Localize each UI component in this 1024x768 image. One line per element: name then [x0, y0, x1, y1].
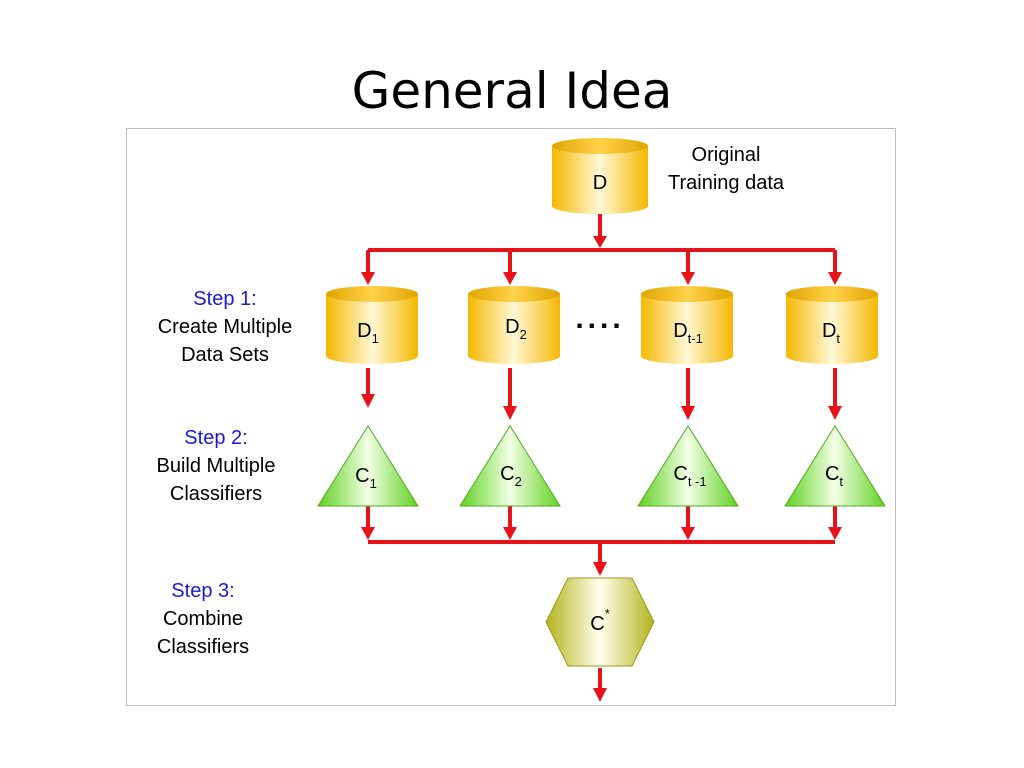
classifier-t-minus-1-label: Ct -1 — [673, 463, 706, 489]
step-2-line1: Build Multiple — [157, 455, 276, 477]
ellipsis-text: .... — [575, 302, 624, 335]
arrow-head — [593, 688, 607, 702]
dataset-t-label: Dt — [822, 320, 840, 346]
arrow-head — [593, 236, 607, 248]
connector-group — [361, 212, 842, 702]
arrow-head — [593, 562, 607, 576]
arrow-head — [828, 406, 842, 420]
classifier-triangle-1: C1 — [317, 425, 419, 507]
classifier-triangle-2: C2 — [459, 425, 561, 507]
classifier-2-label: C2 — [500, 463, 522, 489]
combined-classifier-hexagon: C* — [545, 577, 655, 667]
arrow-head — [361, 527, 375, 540]
classifier-triangle-t-minus-1: Ct -1 — [637, 425, 739, 507]
dataset-2-label: D2 — [505, 316, 527, 342]
arrow-head — [681, 272, 695, 285]
arrow-head — [828, 527, 842, 540]
arrow-head — [361, 394, 375, 408]
arrow-head — [503, 272, 517, 285]
diagram-frame — [126, 128, 896, 706]
source-caption-line1: Original — [692, 144, 761, 166]
dataset-cylinder-1: D1 — [326, 286, 418, 364]
step-1-line1: Create Multiple — [158, 316, 293, 338]
step-3-line2: Classifiers — [157, 636, 249, 658]
combined-classifier-label: C* — [590, 606, 610, 635]
source-caption-line2: Training data — [668, 172, 785, 194]
arrow-head — [681, 527, 695, 540]
slide-title: General Idea — [351, 62, 673, 120]
dataset-t-minus-1-label: Dt-1 — [673, 320, 703, 346]
source-dataset-cylinder: D — [552, 138, 648, 214]
step-3-line1: Combine — [163, 608, 243, 630]
step-1-line2: Data Sets — [181, 344, 269, 366]
step-2-title: Step 2: — [184, 427, 247, 449]
classifier-triangle-t: Ct — [784, 425, 886, 507]
dataset-1-label: D1 — [357, 320, 379, 346]
arrow-head — [681, 406, 695, 420]
arrow-head — [503, 527, 517, 540]
dataset-cylinder-t: Dt — [786, 286, 878, 364]
arrow-head — [503, 406, 517, 420]
step-2-label-group: Step 2: Build Multiple Classifiers — [157, 427, 276, 505]
classifier-1-label: C1 — [355, 465, 377, 491]
source-dataset-label: D — [593, 172, 607, 194]
step-2-line2: Classifiers — [170, 483, 262, 505]
step-3-title: Step 3: — [171, 580, 234, 602]
classifier-t-label: Ct — [825, 463, 843, 489]
step-3-label-group: Step 3: Combine Classifiers — [157, 580, 249, 658]
dataset-cylinder-2: D2 — [468, 286, 560, 364]
arrow-head — [828, 272, 842, 285]
dataset-cylinder-t-minus-1: Dt-1 — [641, 286, 733, 364]
arrow-head — [361, 272, 375, 285]
step-1-title: Step 1: — [193, 288, 256, 310]
step-1-label-group: Step 1: Create Multiple Data Sets — [158, 288, 293, 366]
